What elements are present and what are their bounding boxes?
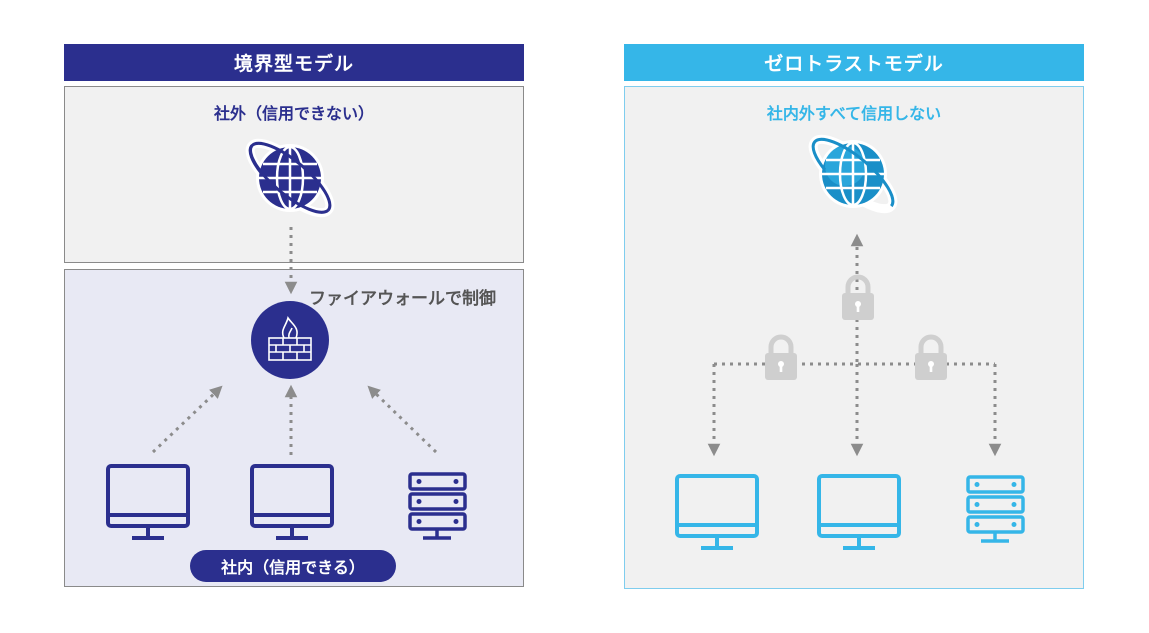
lock-icon <box>842 274 874 320</box>
zero-trust-label: 社内外すべて信用しない <box>766 104 942 123</box>
monitor-icon <box>106 464 190 540</box>
perimeter-model-title: 境界型モデル <box>64 44 524 81</box>
outside-zone-label: 社外（信用できない） <box>213 104 374 123</box>
globe-icon <box>245 138 335 218</box>
monitor-icon <box>675 474 759 550</box>
inside-zone-badge: 社内（信用できる） <box>190 550 396 582</box>
server-icon <box>966 475 1025 543</box>
device-to-firewall-arrow <box>367 385 438 454</box>
globe-icon <box>808 134 898 214</box>
monitor-icon <box>250 464 334 540</box>
server-icon <box>408 472 467 540</box>
firewall-control-label: ファイアウォールで制御 <box>309 289 496 309</box>
zero-trust-model-title: ゼロトラストモデル <box>624 44 1084 81</box>
monitor-icon <box>817 474 901 550</box>
lock-icon <box>915 334 947 380</box>
firewall-icon <box>251 301 329 379</box>
lock-icon <box>765 334 797 380</box>
device-to-firewall-arrow <box>151 385 223 454</box>
